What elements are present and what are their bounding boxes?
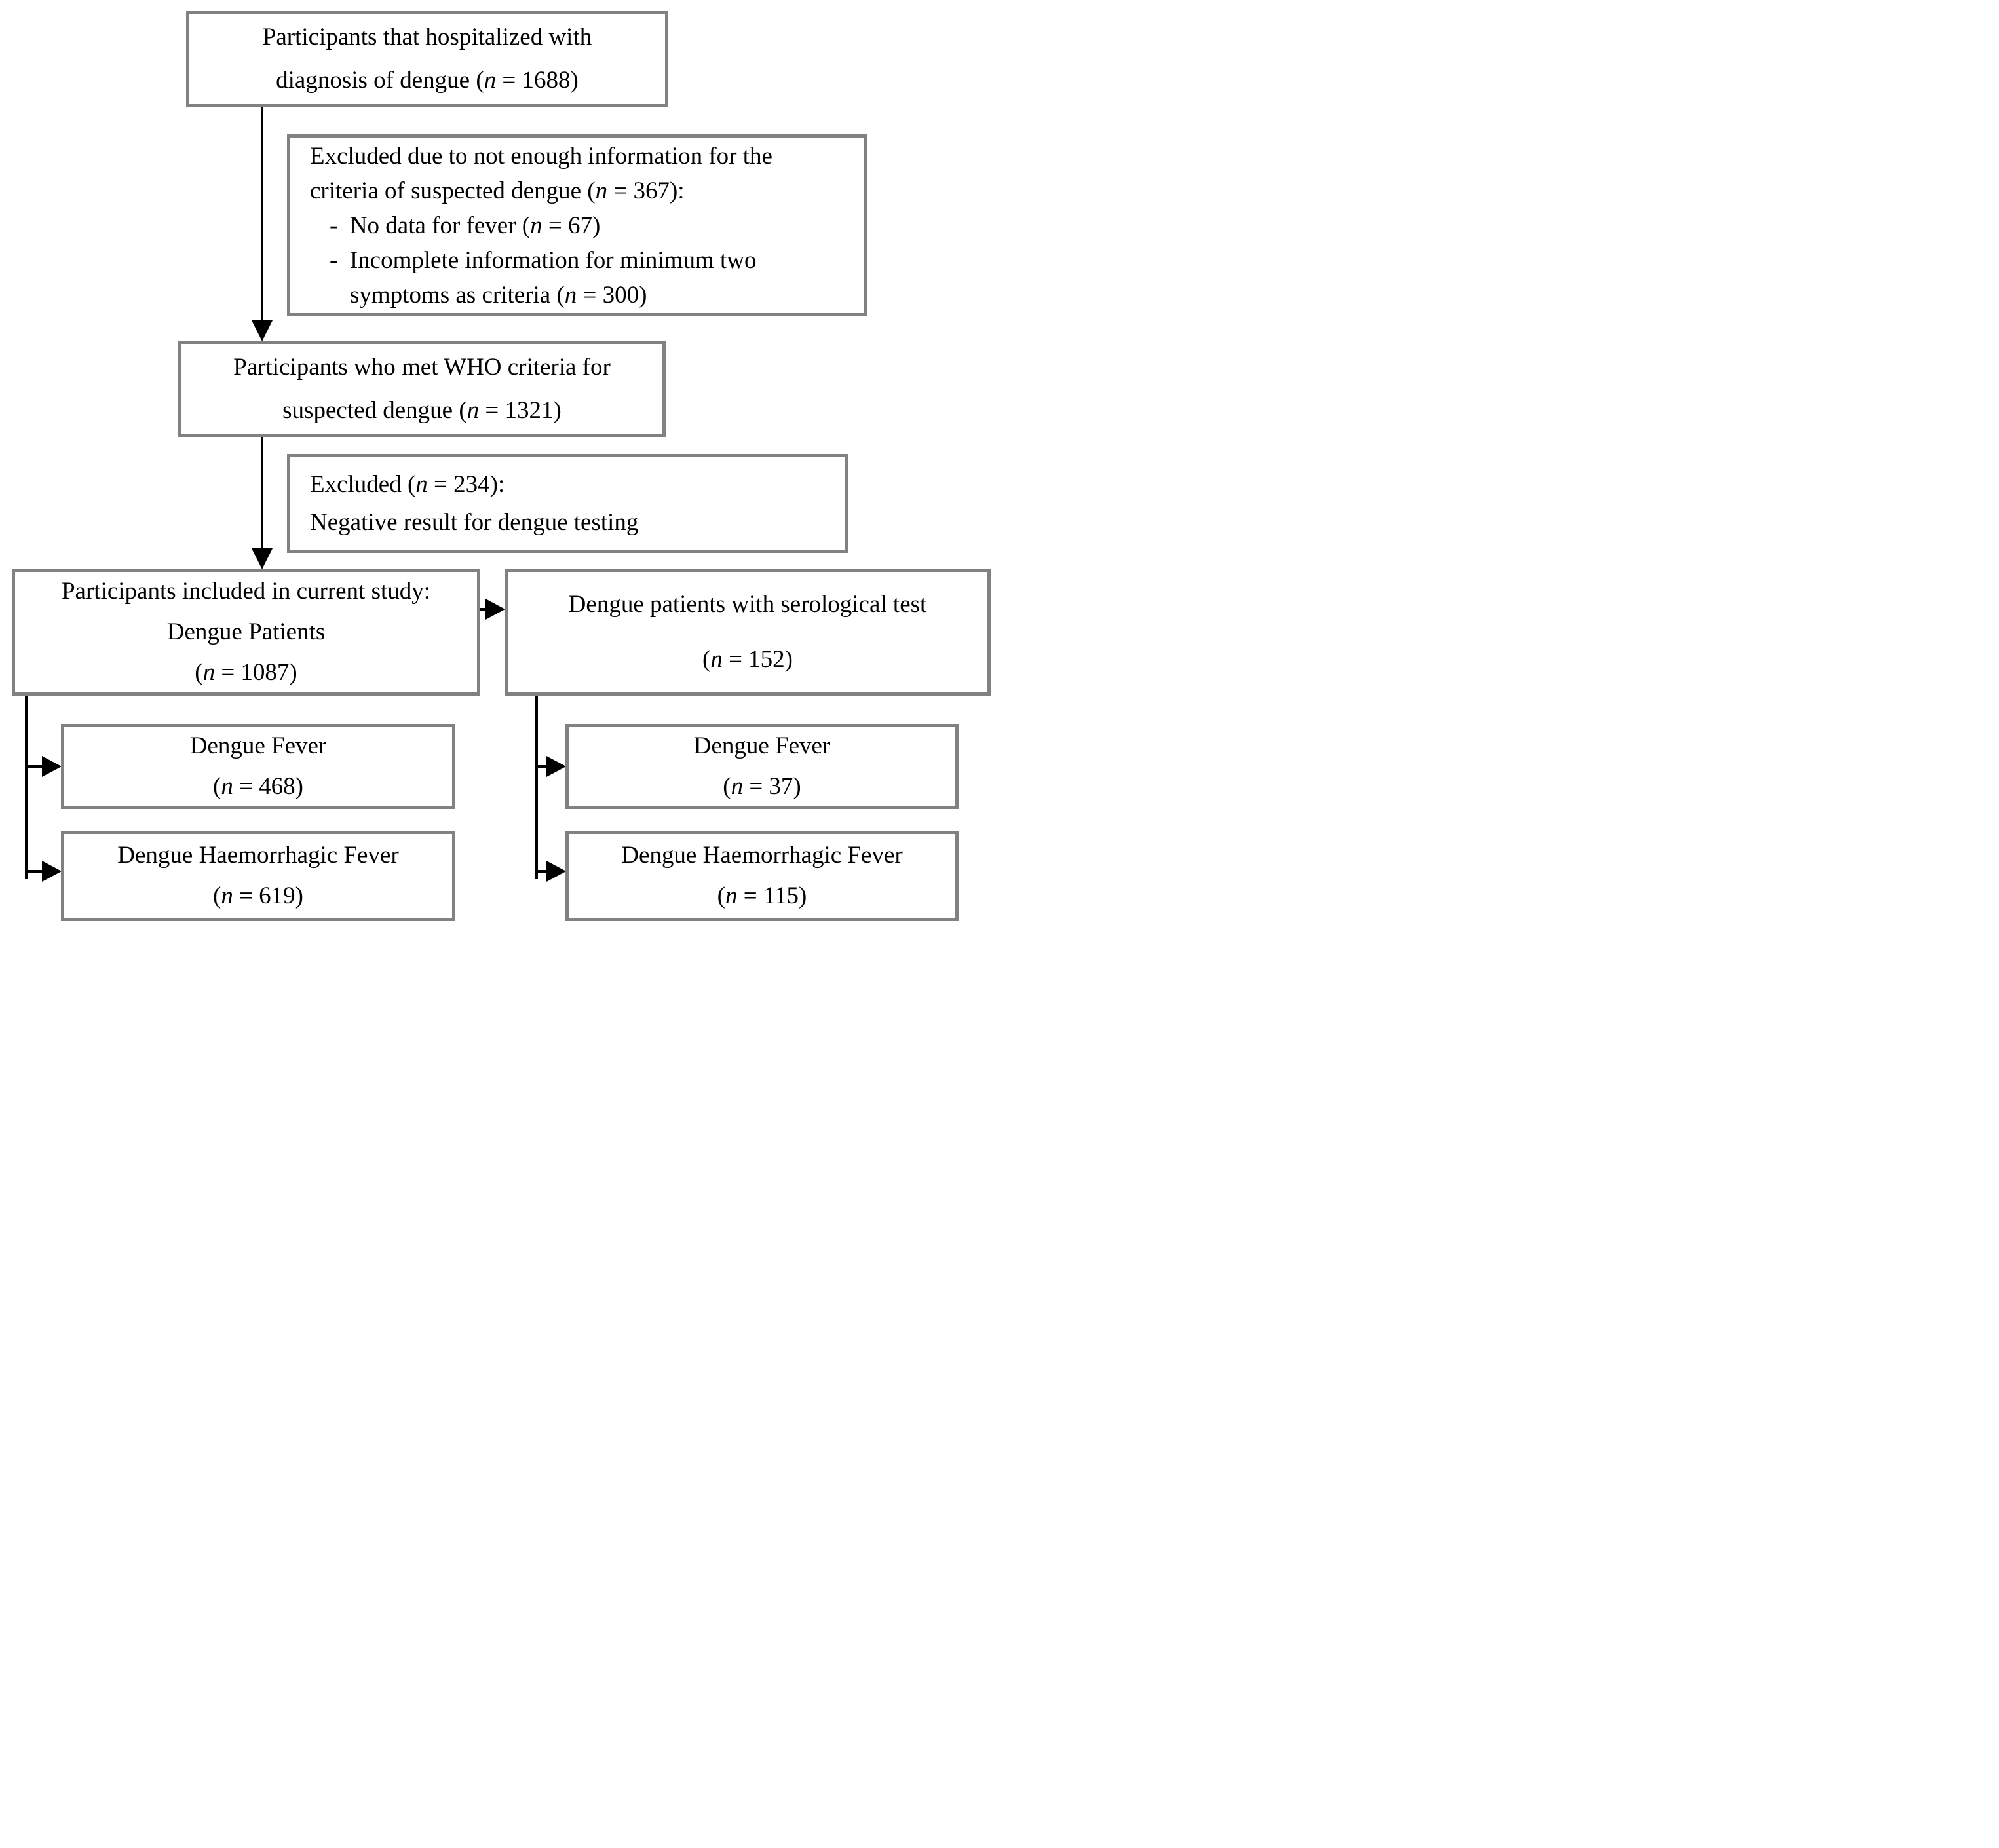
box-included-study: Participants included in current study: D… — [12, 569, 480, 696]
box-text-line: Participants included in current study: — [61, 578, 431, 605]
flowchart: Participants that hospitalized with diagn… — [0, 0, 1000, 924]
box-text-line: (n = 468) — [212, 773, 304, 800]
box-text-line: Excluded due to not enough information f… — [310, 142, 772, 170]
box-text-line: Dengue Haemorrhagic Fever — [117, 842, 399, 869]
line-hospitalized-to-who — [261, 105, 263, 322]
arrowhead-right-serological-icon — [485, 599, 505, 620]
box-text-line: criteria of suspected dengue (n = 367): — [310, 177, 685, 204]
arrowhead-down-included-icon — [252, 548, 273, 569]
box-text-line: (n = 1087) — [195, 659, 297, 686]
line-to-dengue-fever-serology — [537, 765, 548, 768]
box-text-line: Dengue patients with serological test — [568, 591, 927, 618]
arrowhead-right-dhf-serology-icon — [546, 861, 566, 882]
box-text-line: Negative result for dengue testing — [310, 508, 639, 536]
box-text-line: Dengue Haemorrhagic Fever — [621, 842, 903, 869]
box-text-line: - Incomplete information for minimum two — [330, 246, 757, 274]
box-dengue-fever-all: Dengue Fever (n = 468) — [61, 724, 455, 809]
branch-line-left — [25, 694, 28, 879]
box-excluded-info: Excluded due to not enough information f… — [287, 134, 867, 316]
box-text-line: Dengue Fever — [693, 732, 831, 759]
box-text-line: diagnosis of dengue (n = 1688) — [276, 67, 579, 94]
box-text-line: Dengue Fever — [189, 732, 327, 759]
box-hospitalized: Participants that hospitalized with diagn… — [186, 11, 668, 107]
box-text-line: suspected dengue (n = 1321) — [282, 396, 562, 424]
branch-line-right — [535, 694, 538, 879]
line-to-dhf-serology — [537, 870, 548, 873]
box-text-line: (n = 619) — [212, 882, 304, 909]
arrowhead-down-who-icon — [252, 320, 273, 341]
line-to-dengue-fever-all — [26, 765, 43, 768]
box-dengue-fever-serology: Dengue Fever (n = 37) — [565, 724, 959, 809]
arrowhead-right-dhf-all-icon — [42, 861, 62, 882]
box-excluded-negative: Excluded (n = 234): Negative result for d… — [287, 454, 848, 553]
box-dhf-serology: Dengue Haemorrhagic Fever (n = 115) — [565, 831, 959, 921]
box-text-line: Participants that hospitalized with — [262, 24, 592, 50]
box-serological-test: Dengue patients with serological test (n … — [505, 569, 991, 696]
box-who-criteria: Participants who met WHO criteria for sus… — [178, 341, 666, 437]
line-who-to-included — [261, 436, 263, 550]
box-text-line: Excluded (n = 234): — [310, 470, 505, 498]
arrowhead-right-dengue-fever-serology-icon — [546, 756, 566, 777]
box-text-line: (n = 152) — [702, 646, 793, 673]
box-text-line: - No data for fever (n = 67) — [330, 212, 601, 239]
box-text-line: Participants who met WHO criteria for — [233, 353, 611, 381]
box-text-line: (n = 37) — [723, 773, 801, 800]
box-text-line: symptoms as criteria (n = 300) — [350, 281, 647, 309]
box-dhf-all: Dengue Haemorrhagic Fever (n = 619) — [61, 831, 455, 921]
arrowhead-right-dengue-fever-all-icon — [42, 756, 62, 777]
box-text-line: Dengue Patients — [166, 618, 326, 645]
line-to-dhf-all — [26, 870, 43, 873]
line-included-to-serological — [480, 608, 487, 611]
box-text-line: (n = 115) — [717, 882, 807, 909]
